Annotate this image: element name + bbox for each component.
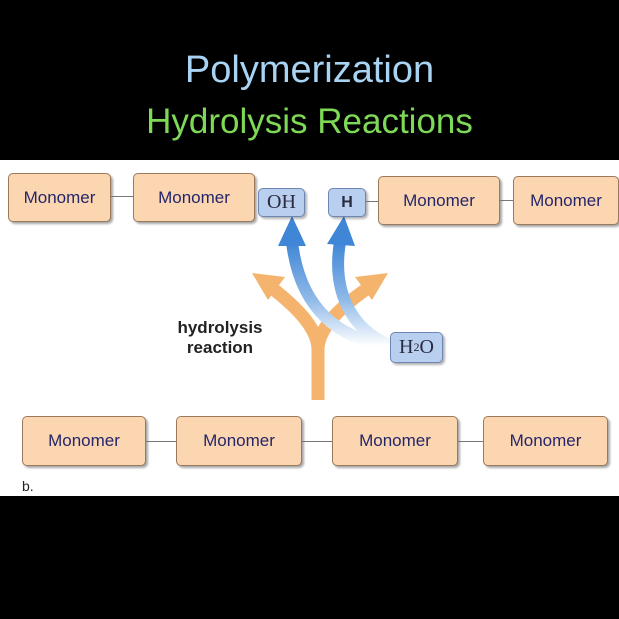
bond-bottom-1 [146,441,176,442]
bond-top-1 [111,196,133,197]
blue-arrow-right [332,241,395,352]
bond-top-3 [500,200,513,201]
orange-arrowhead-right [355,273,388,300]
monomer-top-2: Monomer [133,173,255,222]
monomer-bottom-1: Monomer [22,416,146,466]
blue-arrowhead-right [327,216,355,246]
bond-bottom-2 [302,441,332,442]
monomer-top-3: Monomer [378,176,500,225]
bond-top-2 [366,201,378,202]
h-group: H [328,188,366,217]
slide-title: Polymerization [184,49,435,91]
slide-subtitle: Hydrolysis Reactions [146,102,473,141]
monomer-bottom-3: Monomer [332,416,458,466]
diagram-panel: Monomer Monomer OH H Monomer Monomer hyd… [0,160,619,496]
monomer-bottom-4: Monomer [483,416,608,466]
monomer-bottom-2: Monomer [176,416,302,466]
water-h: H [399,336,414,358]
panel-label: b. [22,478,34,494]
monomer-top-4: Monomer [513,176,619,225]
reaction-arrows [252,216,395,400]
reaction-label-line1: hydrolysis [177,318,263,337]
water-subscript: 2 [413,340,420,354]
water-o: O [419,336,434,358]
orange-arrowhead-left [252,273,285,300]
oh-group: OH [258,188,305,217]
bond-bottom-3 [458,441,483,442]
blue-arrowhead-left [278,216,306,246]
reaction-label: hydrolysis reaction [160,318,280,358]
monomer-top-1: Monomer [8,173,111,222]
reaction-label-line2: reaction [186,338,254,357]
